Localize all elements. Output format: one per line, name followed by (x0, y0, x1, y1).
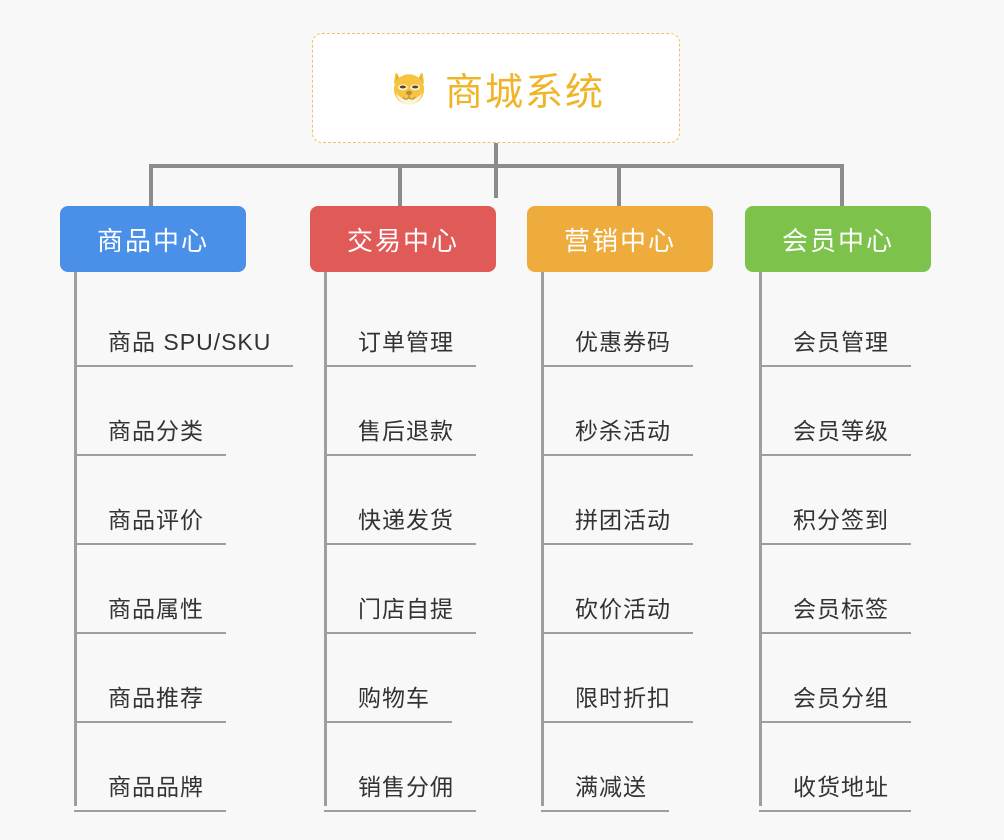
list-item[interactable]: 快递发货 (324, 456, 496, 545)
branch-spine (74, 272, 77, 806)
list-item-label: 订单管理 (324, 323, 476, 367)
list-item[interactable]: 订单管理 (324, 278, 496, 367)
connector-drop-2 (398, 164, 402, 208)
branch-header-marketing-center[interactable]: 营销中心 (527, 206, 713, 272)
list-item-label: 秒杀活动 (541, 412, 693, 456)
list-item[interactable]: 售后退款 (324, 367, 496, 456)
list-item-label: 商品评价 (74, 501, 226, 545)
list-item[interactable]: 销售分佣 (324, 723, 496, 812)
list-item[interactable]: 商品评价 (74, 456, 246, 545)
list-item-label: 销售分佣 (324, 768, 476, 812)
connector-drop-3 (617, 164, 621, 208)
list-item[interactable]: 商品品牌 (74, 723, 246, 812)
list-item[interactable]: 会员标签 (759, 545, 931, 634)
list-item[interactable]: 秒杀活动 (541, 367, 713, 456)
list-item-label: 商品分类 (74, 412, 226, 456)
list-item[interactable]: 收货地址 (759, 723, 931, 812)
list-item-label: 会员分组 (759, 679, 911, 723)
branch-marketing-center: 营销中心 优惠券码 秒杀活动 拼团活动 砍价活动 限时折扣 满减送 (527, 206, 713, 812)
list-item[interactable]: 积分签到 (759, 456, 931, 545)
list-item-label: 会员等级 (759, 412, 911, 456)
branch-header-product-center[interactable]: 商品中心 (60, 206, 246, 272)
list-item[interactable]: 门店自提 (324, 545, 496, 634)
connector-drop-4 (840, 164, 844, 208)
list-item[interactable]: 商品推荐 (74, 634, 246, 723)
list-item-label: 商品 SPU/SKU (74, 323, 294, 367)
list-item-label: 门店自提 (324, 590, 476, 634)
list-item[interactable]: 会员等级 (759, 367, 931, 456)
branch-header-label: 会员中心 (781, 225, 894, 256)
branch-header-label: 商品中心 (96, 225, 209, 256)
branch-items-product-center: 商品 SPU/SKU 商品分类 商品评价 商品属性 商品推荐 商品品牌 (74, 272, 294, 812)
branch-items-member-center: 会员管理 会员等级 积分签到 会员标签 会员分组 收货地址 (759, 272, 931, 812)
list-item[interactable]: 拼团活动 (541, 456, 713, 545)
connector-bus (149, 164, 844, 168)
list-item[interactable]: 商品属性 (74, 545, 246, 634)
branch-header-label: 营销中心 (563, 225, 676, 256)
list-item[interactable]: 砍价活动 (541, 545, 713, 634)
list-item-label: 会员管理 (759, 323, 911, 367)
list-item[interactable]: 会员管理 (759, 278, 931, 367)
list-item-label: 售后退款 (324, 412, 476, 456)
connector-root-stem (494, 143, 498, 198)
dog-face-icon (387, 66, 431, 110)
branch-header-trade-center[interactable]: 交易中心 (310, 206, 496, 272)
list-item[interactable]: 商品分类 (74, 367, 246, 456)
list-item-label: 砍价活动 (541, 590, 693, 634)
root-node[interactable]: 商城系统 (312, 33, 680, 143)
branch-spine (759, 272, 762, 806)
list-item[interactable]: 满减送 (541, 723, 713, 812)
list-item-label: 商品推荐 (74, 679, 226, 723)
branch-trade-center: 交易中心 订单管理 售后退款 快递发货 门店自提 购物车 销售分佣 (310, 206, 496, 812)
branch-items-trade-center: 订单管理 售后退款 快递发货 门店自提 购物车 销售分佣 (324, 272, 496, 812)
branch-header-label: 交易中心 (346, 225, 459, 256)
list-item-label: 拼团活动 (541, 501, 693, 545)
list-item-label: 收货地址 (759, 768, 911, 812)
branch-product-center: 商品中心 商品 SPU/SKU 商品分类 商品评价 商品属性 商品推荐 商品品牌 (60, 206, 294, 812)
list-item[interactable]: 会员分组 (759, 634, 931, 723)
branch-items-marketing-center: 优惠券码 秒杀活动 拼团活动 砍价活动 限时折扣 满减送 (541, 272, 713, 812)
connector-drop-1 (149, 164, 153, 208)
list-item-label: 满减送 (541, 768, 669, 812)
list-item-label: 商品品牌 (74, 768, 226, 812)
branch-spine (541, 272, 544, 806)
list-item[interactable]: 优惠券码 (541, 278, 713, 367)
list-item-label: 购物车 (324, 679, 452, 723)
branch-member-center: 会员中心 会员管理 会员等级 积分签到 会员标签 会员分组 收货地址 (745, 206, 931, 812)
list-item-label: 快递发货 (324, 501, 476, 545)
list-item[interactable]: 商品 SPU/SKU (74, 278, 294, 367)
list-item-label: 商品属性 (74, 590, 226, 634)
list-item-label: 限时折扣 (541, 679, 693, 723)
list-item[interactable]: 限时折扣 (541, 634, 713, 723)
branch-spine (324, 272, 327, 806)
list-item-label: 积分签到 (759, 501, 911, 545)
branch-header-member-center[interactable]: 会员中心 (745, 206, 931, 272)
list-item[interactable]: 购物车 (324, 634, 496, 723)
list-item-label: 优惠券码 (541, 323, 693, 367)
root-title: 商城系统 (444, 71, 605, 114)
list-item-label: 会员标签 (759, 590, 911, 634)
